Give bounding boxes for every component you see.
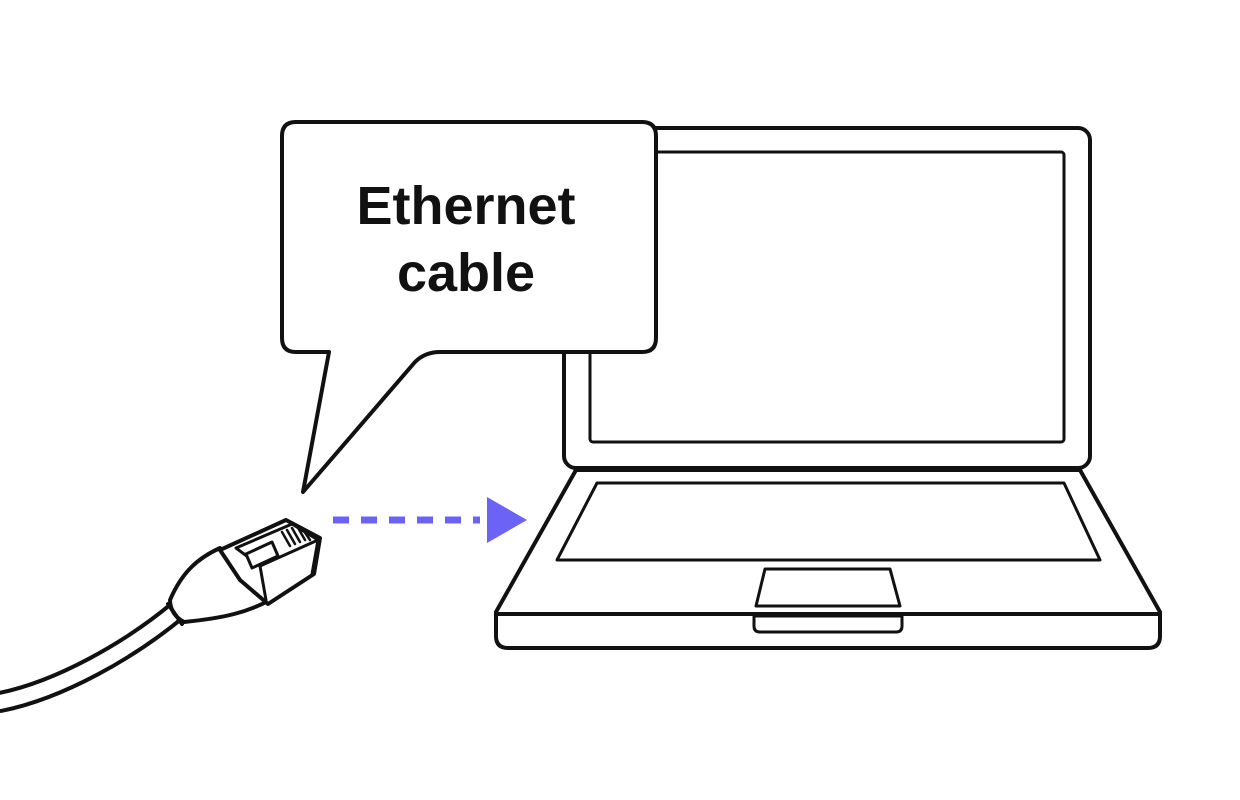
plug-contacts <box>280 524 312 548</box>
laptop-icon <box>494 126 1162 650</box>
laptop-display <box>588 150 1066 444</box>
plug-clip <box>244 540 280 570</box>
arrow-head <box>487 497 527 543</box>
cable-wire <box>0 603 185 709</box>
callout-label-line2: cable <box>397 243 535 303</box>
dashed-arrow-right-icon <box>333 497 527 543</box>
plug-side <box>258 538 320 602</box>
ethernet-cable-icon <box>0 518 322 713</box>
callout-bubble: Ethernet cable <box>280 120 658 494</box>
laptop-trackpad <box>754 567 902 608</box>
callout-shape <box>280 120 658 494</box>
callout-label-line1: Ethernet <box>356 176 575 236</box>
cable-boot-ring <box>166 602 184 626</box>
laptop-notch <box>752 614 904 634</box>
laptop-keyboard <box>555 481 1102 562</box>
